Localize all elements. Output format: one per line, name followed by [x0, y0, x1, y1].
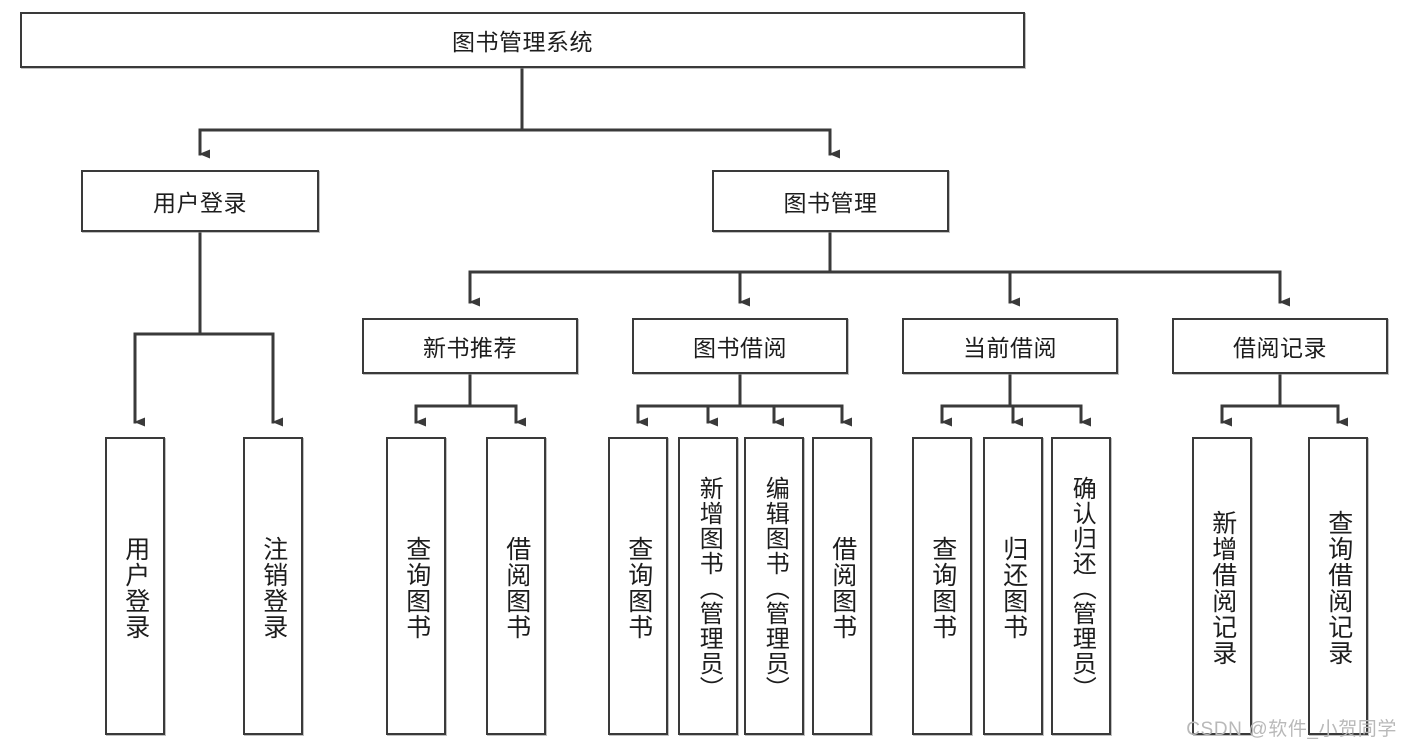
node-level2-3[interactable]: 当前借阅	[902, 318, 1118, 374]
node-leaf-7[interactable]: 编辑图书（管理员）	[744, 437, 804, 735]
node-leaf-11[interactable]: 确认归还（管理员）	[1051, 437, 1111, 735]
node-root-1-label: 图书管理系统	[452, 29, 593, 55]
node-leaf-8-label: 借阅图书	[828, 536, 857, 640]
node-leaf-12[interactable]: 新增借阅记录	[1192, 437, 1252, 735]
node-leaf-13[interactable]: 查询借阅记录	[1308, 437, 1368, 735]
node-leaf-4-label: 借阅图书	[502, 536, 531, 640]
node-leaf-6[interactable]: 新增图书（管理员）	[678, 437, 738, 735]
node-leaf-7-label: 编辑图书（管理员）	[761, 475, 789, 701]
node-level2-2-label: 图书借阅	[693, 335, 787, 361]
node-level2-1[interactable]: 新书推荐	[362, 318, 578, 374]
node-leaf-4[interactable]: 借阅图书	[486, 437, 546, 735]
node-leaf-10[interactable]: 归还图书	[983, 437, 1043, 735]
node-level1-2-label: 图书管理	[783, 190, 878, 216]
node-leaf-9-label: 查询图书	[928, 536, 957, 640]
node-leaf-5-label: 查询图书	[624, 536, 653, 640]
node-level1-1-label: 用户登录	[153, 190, 247, 216]
node-leaf-2-label: 注销登录	[259, 536, 288, 640]
node-level2-3-label: 当前借阅	[963, 335, 1057, 361]
node-level1-2[interactable]: 图书管理	[712, 170, 949, 232]
node-level2-4-label: 借阅记录	[1233, 335, 1327, 361]
node-leaf-8[interactable]: 借阅图书	[812, 437, 872, 735]
watermark-text: CSDN @软件_小贺同学	[1186, 719, 1397, 740]
node-root-1[interactable]: 图书管理系统	[20, 12, 1025, 68]
node-level2-2[interactable]: 图书借阅	[632, 318, 848, 374]
node-leaf-5[interactable]: 查询图书	[608, 437, 668, 735]
node-leaf-3[interactable]: 查询图书	[386, 437, 446, 735]
node-leaf-6-label: 新增图书（管理员）	[695, 475, 723, 701]
node-leaf-1-label: 用户登录	[121, 536, 150, 640]
node-leaf-1[interactable]: 用户登录	[105, 437, 165, 735]
node-level2-1-label: 新书推荐	[423, 335, 517, 361]
node-level2-4[interactable]: 借阅记录	[1172, 318, 1388, 374]
node-leaf-9[interactable]: 查询图书	[912, 437, 972, 735]
node-leaf-11-label: 确认归还（管理员）	[1068, 475, 1096, 701]
node-leaf-12-label: 新增借阅记录	[1208, 510, 1237, 666]
node-leaf-13-label: 查询借阅记录	[1324, 510, 1353, 666]
node-leaf-10-label: 归还图书	[999, 536, 1028, 640]
node-level1-1[interactable]: 用户登录	[81, 170, 319, 232]
node-leaf-3-label: 查询图书	[402, 536, 431, 640]
node-leaf-2[interactable]: 注销登录	[243, 437, 303, 735]
